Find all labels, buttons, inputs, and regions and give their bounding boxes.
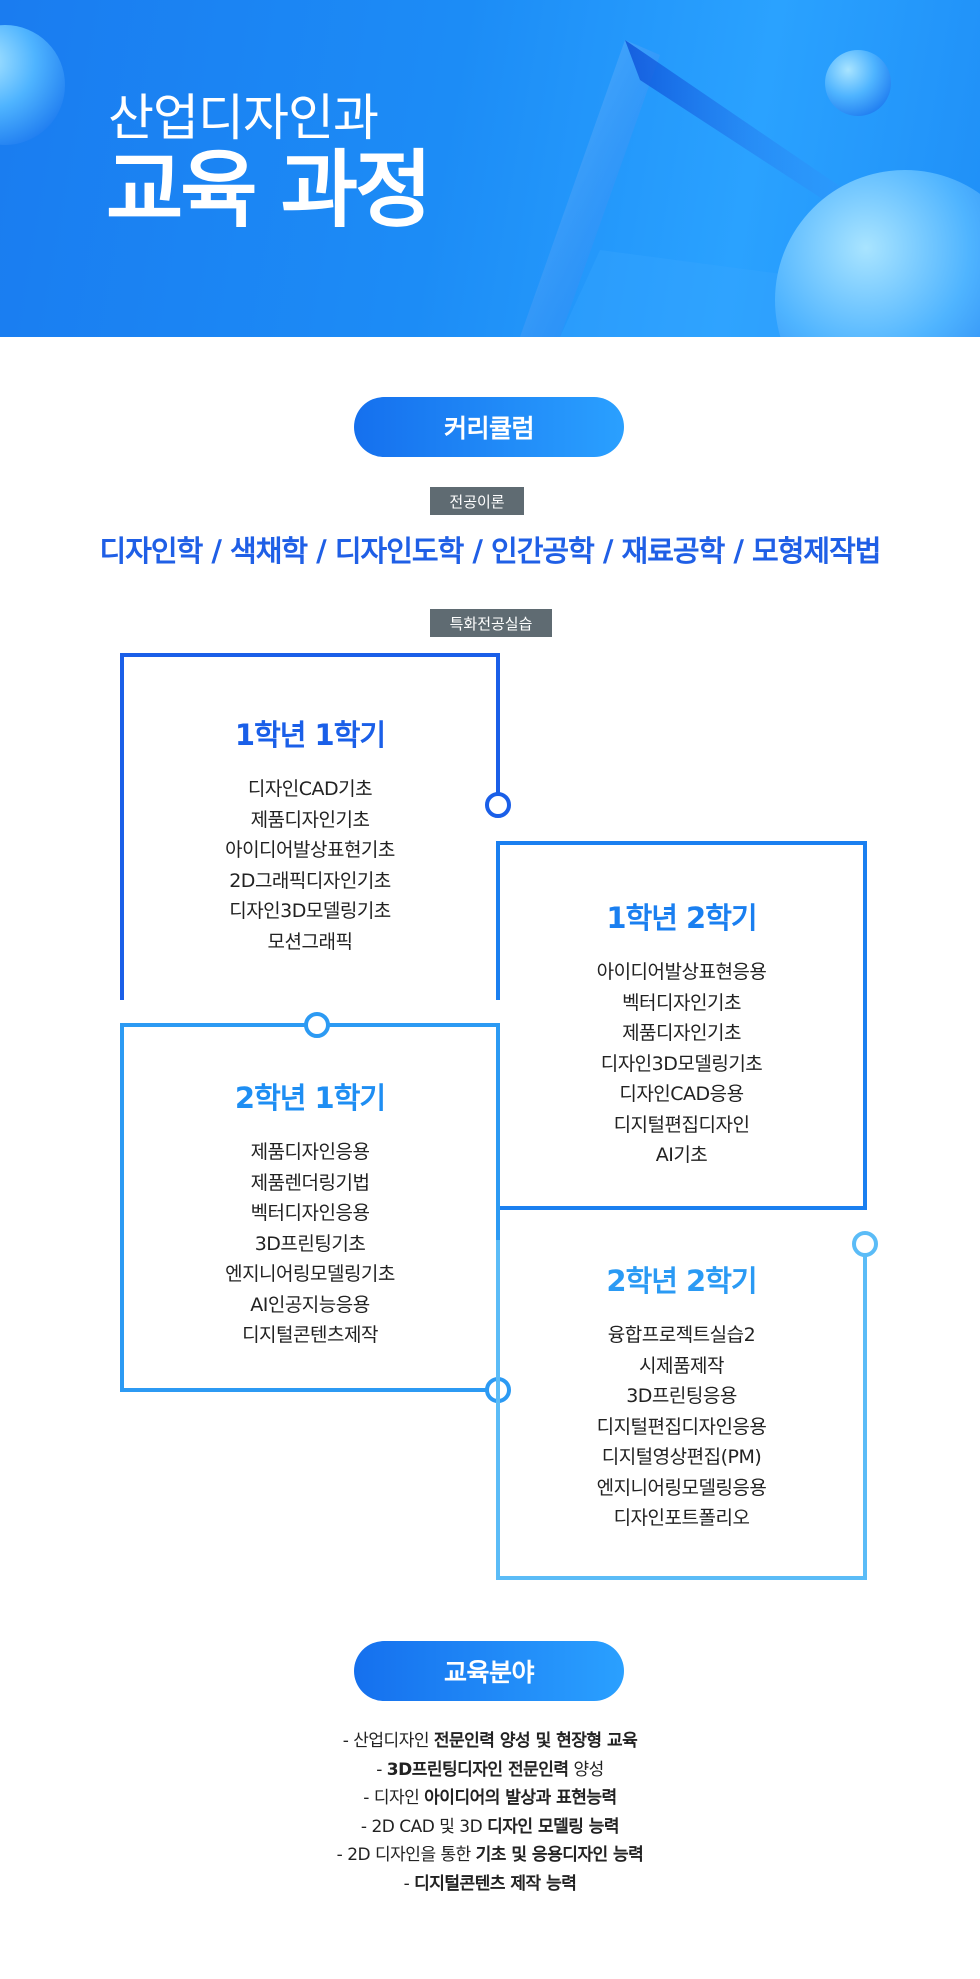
term-2-1: 2학년 1학기 제품디자인응용 제품렌더링기법 벡터디자인응용 3D프린팅기초 … xyxy=(122,1075,498,1351)
connector-dot xyxy=(485,792,511,818)
course-item: 디지털콘텐츠제작 xyxy=(242,1324,378,1346)
course-item: 디지털편집디자인응용 xyxy=(596,1415,767,1438)
course-item: 제품디자인기초 xyxy=(250,808,370,831)
hero-subtitle: 산업디자인과 xyxy=(108,89,379,147)
course-item: 모션그래픽 xyxy=(267,930,353,953)
course-list: 제품디자인응용 제품렌더링기법 벡터디자인응용 3D프린팅기초 엔지니어링모델링… xyxy=(122,1137,498,1351)
course-item: 디지털편집디자인 xyxy=(613,1113,750,1136)
field-item: - 디지털콘텐츠 제작 능력 xyxy=(403,1873,577,1894)
term-1-1: 1학년 1학기 디자인CAD기초 제품디자인기초 아이디어발상표현기초 2D그래… xyxy=(122,712,498,957)
course-item: 엔지니어링모델링응용 xyxy=(596,1476,767,1499)
field-item: - 3D프린팅디자인 전문인력 양성 xyxy=(376,1759,604,1780)
term-title: 2학년 2학기 xyxy=(606,1264,757,1298)
field-item: - 2D CAD 및 3D 디자인 모델링 능력 xyxy=(360,1816,620,1837)
course-item: 디지털영상편집(PM) xyxy=(601,1446,762,1468)
practice-tag: 특화전공실습 xyxy=(430,609,552,637)
hero-decoration xyxy=(0,25,980,337)
course-item: 디자인CAD응용 xyxy=(619,1083,744,1105)
course-item: 벡터디자인기초 xyxy=(622,991,741,1014)
term-title: 2학년 1학기 xyxy=(234,1081,386,1115)
term-title: 1학년 1학기 xyxy=(234,718,386,752)
course-item: 디자인3D모델링기초 xyxy=(229,900,391,922)
term-title: 1학년 2학기 xyxy=(606,901,757,935)
course-item: 디자인포트폴리오 xyxy=(613,1507,750,1529)
course-list: 융합프로젝트실습2 시제품제작 3D프린팅응용 디지털편집디자인응용 디지털영상… xyxy=(498,1320,865,1534)
course-item: 2D그래픽디자인기초 xyxy=(229,869,391,892)
fields-heading: 교육분야 xyxy=(354,1641,624,1701)
course-item: 제품디자인기초 xyxy=(622,1022,741,1044)
connector-dot xyxy=(852,1231,878,1257)
course-item: AI인공지능응용 xyxy=(250,1293,370,1316)
term-1-2: 1학년 2학기 아이디어발상표현응용 벡터디자인기초 제품디자인기초 디자인3D… xyxy=(498,895,865,1171)
course-item: 3D프린팅응용 xyxy=(626,1385,737,1407)
course-item: 디자인CAD기초 xyxy=(247,778,373,800)
course-item: 시제품제작 xyxy=(639,1354,724,1377)
field-item: - 디자인 아이디어의 발상과 표현능력 xyxy=(363,1788,617,1808)
course-item: 아이디어발상표현기초 xyxy=(225,839,395,861)
page-title: 교육 과정 xyxy=(106,141,432,239)
course-item: 융합프로젝트실습2 xyxy=(607,1324,756,1346)
course-item: 3D프린팅기초 xyxy=(254,1232,366,1255)
course-list: 디자인CAD기초 제품디자인기초 아이디어발상표현기초 2D그래픽디자인기초 디… xyxy=(122,774,498,957)
course-item: 제품디자인응용 xyxy=(250,1141,370,1163)
course-item: 엔지니어링모델링기초 xyxy=(225,1263,395,1285)
course-item: 디자인3D모델링기초 xyxy=(600,1052,763,1075)
major-theory-tag: 전공이론 xyxy=(430,487,524,515)
hero-banner: 산업디자인과 교육 과정 xyxy=(0,0,980,337)
connector-dot xyxy=(304,1012,330,1038)
course-item: 제품렌더링기법 xyxy=(250,1171,370,1194)
term-2-2: 2학년 2학기 융합프로젝트실습2 시제품제작 3D프린팅응용 디지털편집디자인… xyxy=(498,1258,865,1534)
course-item: AI기초 xyxy=(655,1144,708,1166)
field-item: - 산업디자인 전문인력 양성 및 현장형 교육 xyxy=(342,1731,638,1751)
field-item: - 2D 디자인을 통한 기초 및 응용디자인 능력 xyxy=(336,1845,644,1865)
course-list: 아이디어발상표현응용 벡터디자인기초 제품디자인기초 디자인3D모델링기초 디자… xyxy=(498,957,865,1171)
fields-list: - 산업디자인 전문인력 양성 및 현장형 교육 - 3D프린팅디자인 전문인력… xyxy=(0,1727,980,1898)
course-item: 아이디어발상표현응용 xyxy=(596,961,767,983)
curriculum-heading: 커리큘럼 xyxy=(354,397,624,457)
course-item: 벡터디자인응용 xyxy=(250,1202,370,1224)
major-theory-list: 디자인학 / 색채학 / 디자인도학 / 인간공학 / 재료공학 / 모형제작법 xyxy=(99,534,882,568)
